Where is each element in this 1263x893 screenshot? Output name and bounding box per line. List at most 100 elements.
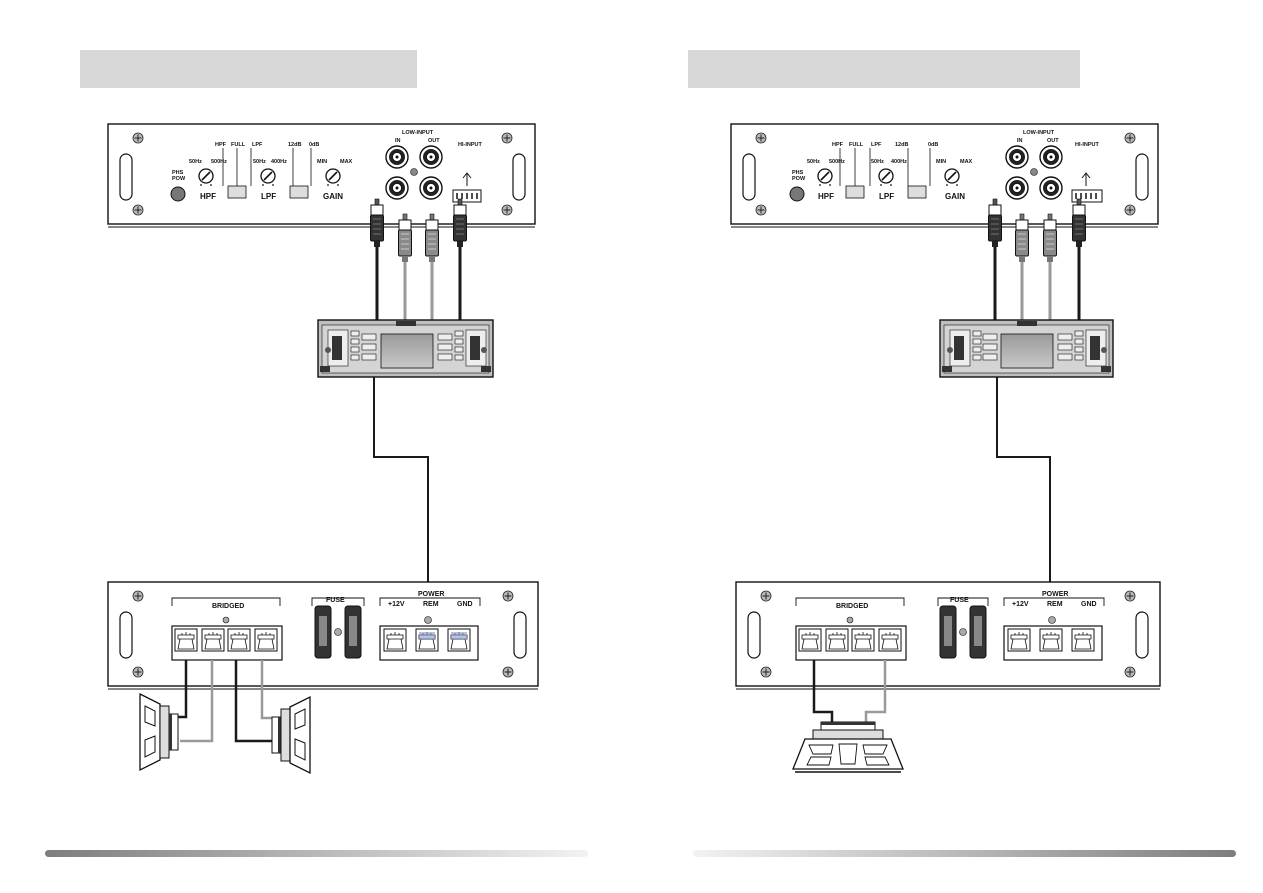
screw-icon — [1124, 204, 1136, 216]
rca-jack-in-l[interactable] — [1005, 145, 1029, 169]
speaker-terminal[interactable] — [174, 628, 198, 652]
label-12db: 12dB — [288, 142, 301, 148]
label-500hz: 500Hz — [829, 159, 845, 165]
speaker-terminal[interactable] — [227, 628, 251, 652]
rca-cables-right — [988, 198, 1086, 322]
screw-icon — [501, 204, 513, 216]
label-in: IN — [1017, 138, 1023, 144]
label-lpf-big: LPF — [879, 192, 894, 201]
label-50hz-b: 50Hz — [253, 159, 266, 165]
label-plus12v: +12V — [1012, 601, 1029, 608]
screw-icon — [1124, 132, 1136, 144]
power-led — [170, 186, 186, 202]
speaker-terminal[interactable] — [851, 628, 875, 652]
label-min: MIN — [936, 159, 946, 165]
header-bar-left — [80, 50, 417, 88]
rca-jack-out-l[interactable] — [1039, 145, 1063, 169]
label-max: MAX — [960, 159, 973, 165]
amp-power-panel: BRIDGED FUSE POWER +12V REM GND — [107, 581, 539, 690]
speaker-terminal[interactable] — [201, 628, 225, 652]
label-bridged: BRIDGED — [212, 603, 244, 610]
crossover-switch[interactable] — [845, 185, 865, 199]
speaker-terminal[interactable] — [798, 628, 822, 652]
screw-icon — [132, 132, 144, 144]
remote-wire — [996, 377, 1051, 630]
screw-icon — [132, 590, 144, 602]
rca-plug-icon — [1043, 213, 1057, 263]
head-unit — [939, 319, 1114, 378]
rca-jack-in-l[interactable] — [385, 145, 409, 169]
label-50hz: 50Hz — [189, 159, 202, 165]
label-gain: GAIN — [323, 192, 343, 201]
power-led — [789, 186, 805, 202]
label-phs: PHS — [792, 170, 804, 176]
label-hi-input: HI-INPUT — [458, 142, 482, 148]
label-phs: PHS — [172, 170, 184, 176]
speaker-terminal[interactable] — [878, 628, 902, 652]
label-hi-input: HI-INPUT — [1075, 142, 1099, 148]
label-0db: 0dB — [928, 142, 938, 148]
bass-boost-switch[interactable] — [907, 185, 927, 199]
terminal-rem[interactable] — [1039, 628, 1063, 652]
rca-jack-in-r[interactable] — [1005, 176, 1029, 200]
rca-jack-out-l[interactable] — [419, 145, 443, 169]
speaker-terminal[interactable] — [254, 628, 278, 652]
terminal-12v[interactable] — [1007, 628, 1031, 652]
label-min: MIN — [317, 159, 327, 165]
speaker-icon — [139, 692, 179, 772]
screw-icon — [132, 666, 144, 678]
remote-wire — [373, 377, 429, 630]
rca-plug-icon — [398, 213, 412, 263]
terminal-gnd[interactable] — [1071, 628, 1095, 652]
label-low-input: LOW-INPUT — [1023, 130, 1055, 136]
head-unit — [317, 319, 494, 378]
label-bridged: BRIDGED — [836, 603, 868, 610]
bass-boost-switch[interactable] — [289, 185, 309, 199]
rca-cables-left — [370, 198, 467, 322]
label-lpf: LPF — [252, 142, 263, 148]
label-rem: REM — [423, 601, 439, 608]
label-full: FULL — [849, 142, 864, 148]
rca-plug-icon — [988, 198, 1002, 248]
crossover-switch[interactable] — [227, 185, 247, 199]
screw-icon — [132, 204, 144, 216]
label-hpf: HPF — [215, 142, 227, 148]
rca-jack-in-r[interactable] — [385, 176, 409, 200]
rca-jack-out-r[interactable] — [1039, 176, 1063, 200]
head-unit-display — [380, 333, 434, 369]
label-400hz: 400Hz — [891, 159, 907, 165]
rca-plug-icon — [1072, 198, 1086, 248]
amp-power-panel: BRIDGED FUSE POWER +12V REM GND — [735, 581, 1161, 690]
head-unit-display — [1000, 333, 1054, 369]
rca-plug-icon — [425, 213, 439, 263]
footer-bar-left — [45, 850, 588, 857]
page-left: PHS POW 50Hz 500Hz HPF HPF FULL LPF 50Hz… — [107, 123, 539, 775]
rca-jack-out-r[interactable] — [419, 176, 443, 200]
label-rem: REM — [1047, 601, 1063, 608]
label-lpf-big: LPF — [261, 192, 276, 201]
label-power: POWER — [1042, 591, 1068, 598]
amp-control-panel: PHS POW 50Hz 500Hz HPF HPF FULL LPF 50Hz… — [730, 123, 1159, 228]
header-bar-right — [688, 50, 1080, 88]
label-500hz: 500Hz — [211, 159, 227, 165]
label-full: FULL — [231, 142, 246, 148]
label-400hz: 400Hz — [271, 159, 287, 165]
label-gnd: GND — [1081, 601, 1097, 608]
label-pow: POW — [792, 176, 806, 182]
speaker-terminal[interactable] — [825, 628, 849, 652]
amp-control-panel: PHS POW 50Hz 500Hz HPF HPF FULL LPF 50Hz… — [107, 123, 536, 228]
screw-icon — [502, 666, 514, 678]
screw-icon — [1124, 590, 1136, 602]
rca-plug-icon — [1015, 213, 1029, 263]
label-power: POWER — [418, 591, 444, 598]
screw-icon — [755, 132, 767, 144]
page-right: PHS POW 50Hz 500Hz HPF HPF FULL LPF 50Hz… — [730, 123, 1161, 773]
label-50hz-b: 50Hz — [871, 159, 884, 165]
screw-icon — [502, 590, 514, 602]
terminal-12v[interactable] — [383, 628, 407, 652]
label-12db: 12dB — [895, 142, 908, 148]
speaker-icon — [271, 695, 311, 775]
label-in: IN — [395, 138, 401, 144]
label-hpf: HPF — [832, 142, 844, 148]
